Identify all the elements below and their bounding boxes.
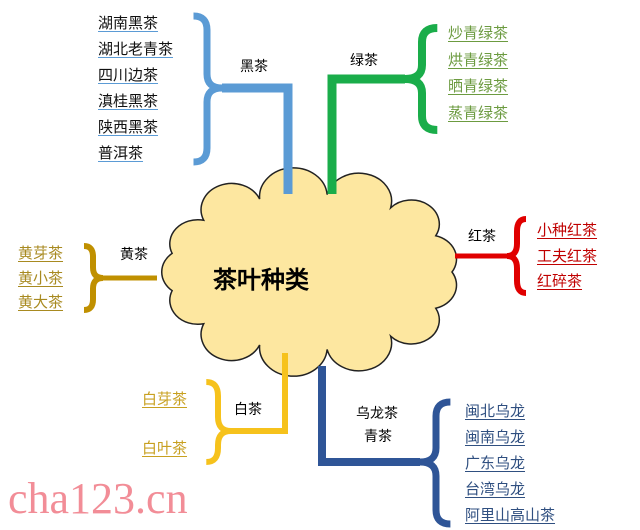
connector-green: [327, 74, 405, 194]
brace-green: [404, 24, 438, 134]
item-green-tea[interactable]: 晒青绿茶: [448, 77, 509, 95]
connector-oolong: [318, 366, 420, 466]
item-white-tea[interactable]: 白芽茶: [142, 390, 188, 408]
item-yellow-tea[interactable]: 黄大茶: [18, 293, 64, 311]
item-oolong-tea[interactable]: 闽北乌龙: [465, 402, 526, 420]
cloud-shape: [160, 167, 458, 377]
item-green-tea[interactable]: 炒青绿茶: [448, 24, 509, 42]
connector-black: [222, 83, 293, 194]
item-oolong-tea[interactable]: 阿里山高山茶: [465, 506, 556, 524]
brace-oolong: [419, 398, 451, 528]
label-green-tea: 绿茶: [350, 53, 378, 69]
label-black-tea: 黑茶: [240, 59, 268, 75]
item-black-tea[interactable]: 普洱茶: [98, 144, 144, 162]
label-yellow-tea: 黄茶: [120, 247, 148, 263]
item-oolong-tea[interactable]: 闽南乌龙: [465, 428, 526, 446]
label-qing-tea: 青茶: [364, 429, 392, 445]
item-green-tea[interactable]: 蒸青绿茶: [448, 103, 509, 122]
brace-red: [506, 216, 527, 296]
center-title: 茶叶种类: [213, 266, 309, 294]
item-green-tea[interactable]: 烘青绿茶: [448, 50, 509, 69]
item-oolong-tea[interactable]: 台湾乌龙: [465, 480, 526, 498]
item-black-tea[interactable]: 滇桂黑茶: [98, 92, 159, 110]
item-yellow-tea[interactable]: 黄小茶: [18, 268, 64, 287]
item-white-tea[interactable]: 白叶茶: [142, 439, 188, 457]
item-red-tea[interactable]: 工夫红茶: [537, 246, 598, 265]
item-black-tea[interactable]: 四川边茶: [98, 66, 159, 84]
label-red-tea: 红茶: [468, 229, 496, 245]
item-black-tea[interactable]: 湖南黑茶: [98, 14, 159, 32]
label-white-tea: 白茶: [234, 402, 262, 418]
connector-white: [231, 353, 288, 434]
brace-yellow: [83, 243, 104, 313]
item-red-tea[interactable]: 红碎茶: [537, 272, 583, 290]
brace-white: [206, 379, 232, 465]
item-red-tea[interactable]: 小种红茶: [537, 221, 598, 239]
label-oolong-tea: 乌龙茶: [356, 406, 398, 422]
item-black-tea[interactable]: 湖北老青茶: [98, 40, 174, 58]
item-yellow-tea[interactable]: 黄芽茶: [18, 244, 64, 262]
brace-black: [193, 12, 223, 166]
item-black-tea[interactable]: 陕西黑茶: [98, 118, 159, 136]
item-oolong-tea[interactable]: 广东乌龙: [465, 454, 526, 472]
